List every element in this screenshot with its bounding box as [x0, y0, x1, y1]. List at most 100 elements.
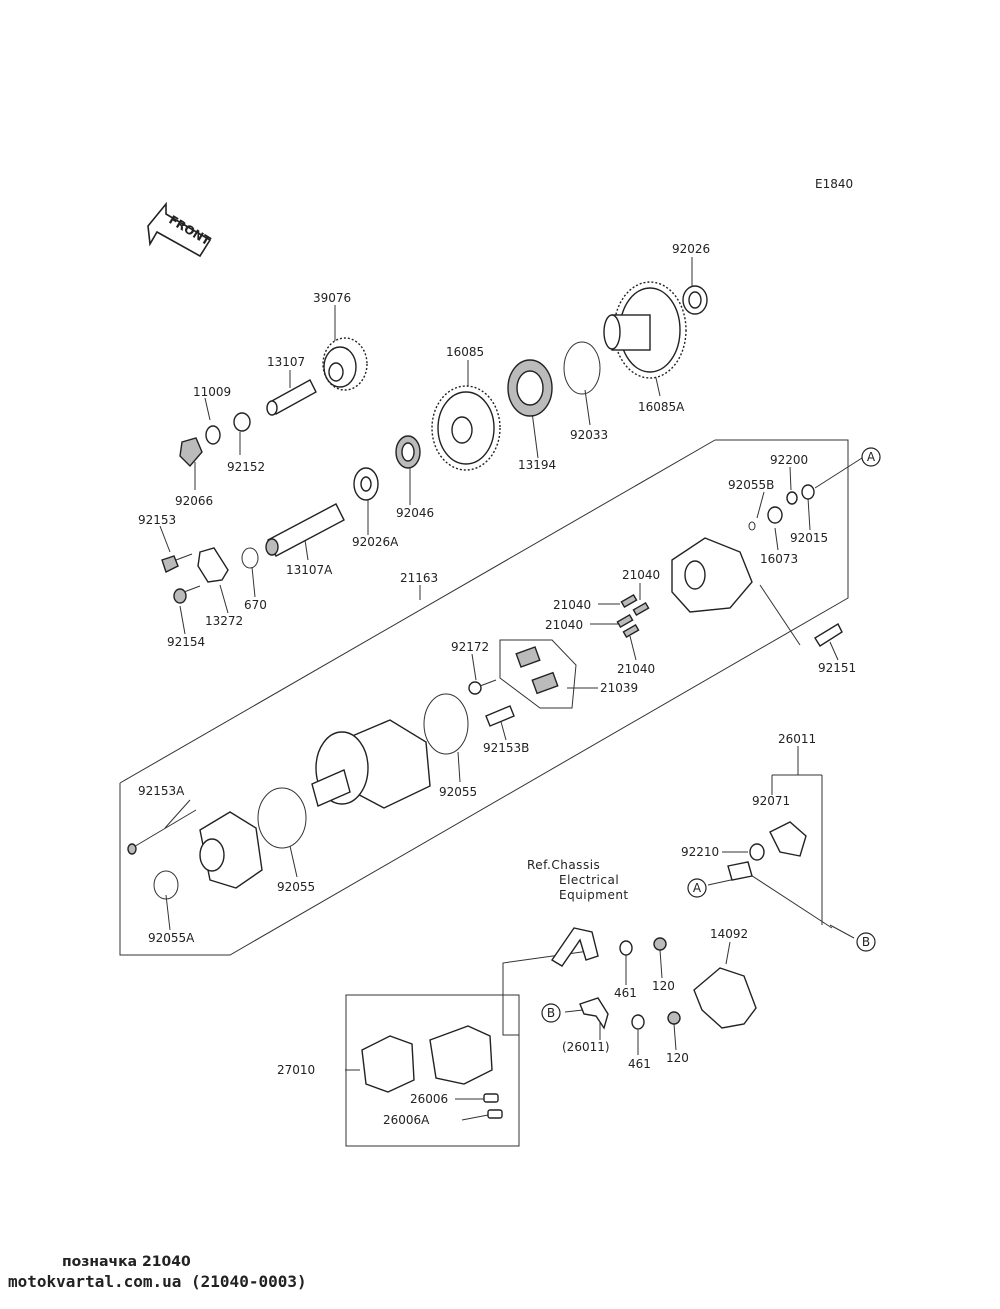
label-21039: 21039 — [600, 681, 638, 695]
part-end-cover-21163 — [671, 537, 753, 613]
label-26006: 26006 — [410, 1092, 448, 1106]
label-21163: 21163 — [400, 571, 438, 585]
part-o-ring-670 — [241, 547, 259, 569]
part-fuse-26006a — [487, 1109, 503, 1119]
label-461-upper: 461 — [614, 986, 637, 1000]
label-92153a: 92153A — [138, 784, 185, 798]
part-shaft-13107a — [265, 503, 345, 557]
part-washer-92026a — [353, 467, 379, 501]
label-92015: 92015 — [790, 531, 828, 545]
part-shaft-13107 — [266, 379, 317, 416]
label-92153: 92153 — [138, 513, 176, 527]
ref-marker-b-cable: B — [856, 932, 876, 952]
label-92046: 92046 — [396, 506, 434, 520]
label-16085: 16085 — [446, 345, 484, 359]
label-21040-b: 21040 — [553, 598, 591, 612]
label-26011-paren: (26011) — [562, 1040, 610, 1054]
svg-text:B: B — [862, 935, 870, 949]
label-26006a: 26006A — [383, 1113, 430, 1127]
part-labels: 92026 39076 13107 16085 11009 92152 9206… — [138, 242, 856, 1127]
label-92055-rear: 92055 — [439, 785, 477, 799]
label-92154: 92154 — [167, 635, 205, 649]
label-16085a: 16085A — [638, 400, 685, 414]
ref-marker-b-relay: B — [541, 1003, 561, 1023]
label-21040-c: 21040 — [545, 618, 583, 632]
part-armature-yoke — [311, 719, 431, 809]
label-92055-front: 92055 — [277, 880, 315, 894]
label-16073: 16073 — [760, 552, 798, 566]
part-washer-11009 — [205, 425, 221, 445]
label-13107a: 13107A — [286, 563, 333, 577]
part-long-bolt-92153a — [127, 809, 197, 855]
label-670: 670 — [244, 598, 267, 612]
assembly-frame — [119, 439, 849, 956]
part-fuse-26006 — [483, 1093, 499, 1103]
label-120-upper: 120 — [652, 979, 675, 993]
part-o-ring-92055a — [153, 870, 179, 900]
label-27010: 27010 — [277, 1063, 315, 1077]
diagram-code: E1840 — [815, 177, 853, 191]
part-bolt-92151 — [814, 623, 843, 647]
label-92026a: 92026A — [352, 535, 399, 549]
part-brush-holder-21039 — [499, 639, 577, 709]
part-bracket-upper — [551, 927, 599, 967]
ref-note-line-3: Equipment — [559, 888, 629, 902]
part-starter-clutch-gear-16085a — [603, 281, 687, 379]
ref-note-line-2: Electrical — [559, 873, 619, 887]
part-needle-bearing-92046 — [395, 435, 421, 469]
label-461-lower: 461 — [628, 1057, 651, 1071]
front-arrow-icon: FRONT — [147, 201, 214, 258]
part-plate-13272 — [197, 547, 229, 583]
part-gear-16085 — [431, 385, 501, 471]
footer-url: motokvartal.com.ua (21040-0003) — [8, 1272, 307, 1291]
part-idle-gear-39076 — [322, 337, 368, 391]
part-collar-92152 — [233, 412, 251, 432]
label-92055b: 92055B — [728, 478, 774, 492]
part-oil-seal-92026 — [682, 285, 708, 315]
part-cable-26011 — [727, 821, 833, 929]
part-screw-92172 — [468, 679, 497, 695]
svg-text:A: A — [693, 881, 702, 895]
label-92152: 92152 — [227, 460, 265, 474]
label-21040-a: 21040 — [622, 568, 660, 582]
label-92210: 92210 — [681, 845, 719, 859]
part-bolt-120-upper — [653, 937, 667, 951]
label-11009: 11009 — [193, 385, 231, 399]
part-front-cover — [199, 811, 263, 889]
label-92151: 92151 — [818, 661, 856, 675]
part-springs-21040 — [616, 593, 650, 639]
label-14092: 14092 — [710, 927, 748, 941]
label-120-lower: 120 — [666, 1051, 689, 1065]
svg-text:A: A — [867, 450, 876, 464]
label-92033: 92033 — [570, 428, 608, 442]
label-13194: 13194 — [518, 458, 556, 472]
part-one-way-clutch-13194 — [507, 359, 553, 417]
part-washer-461-upper — [619, 940, 633, 956]
svg-text:B: B — [547, 1006, 555, 1020]
label-92066: 92066 — [175, 494, 213, 508]
part-nut-92015 — [801, 484, 815, 500]
part-insulator-16073 — [767, 506, 783, 524]
ref-marker-a-cable: A — [687, 878, 707, 898]
footer-title: позначка 21040 — [62, 1254, 191, 1270]
part-terminal-26011-b — [579, 997, 609, 1030]
part-bolt-92153 — [161, 553, 193, 573]
part-o-ring-92055b — [748, 521, 756, 531]
part-bolt-92154 — [173, 585, 201, 604]
part-starter-relay-27010 — [361, 1025, 493, 1093]
part-washer-461-lower — [631, 1014, 645, 1030]
label-92153b: 92153B — [483, 741, 529, 755]
part-o-ring-92055-front — [257, 787, 307, 849]
ref-marker-a-top: A — [861, 447, 881, 467]
label-92071: 92071 — [752, 794, 790, 808]
part-bolt-120-lower — [667, 1011, 681, 1025]
label-39076: 39076 — [313, 291, 351, 305]
ref-note-line-1: Ref.Chassis — [527, 858, 600, 872]
label-26011: 26011 — [778, 732, 816, 746]
part-o-ring-92055-rear — [423, 693, 469, 755]
label-92026: 92026 — [672, 242, 710, 256]
part-washer-92200 — [786, 491, 798, 505]
label-13107: 13107 — [267, 355, 305, 369]
part-plug-92066 — [179, 437, 203, 468]
